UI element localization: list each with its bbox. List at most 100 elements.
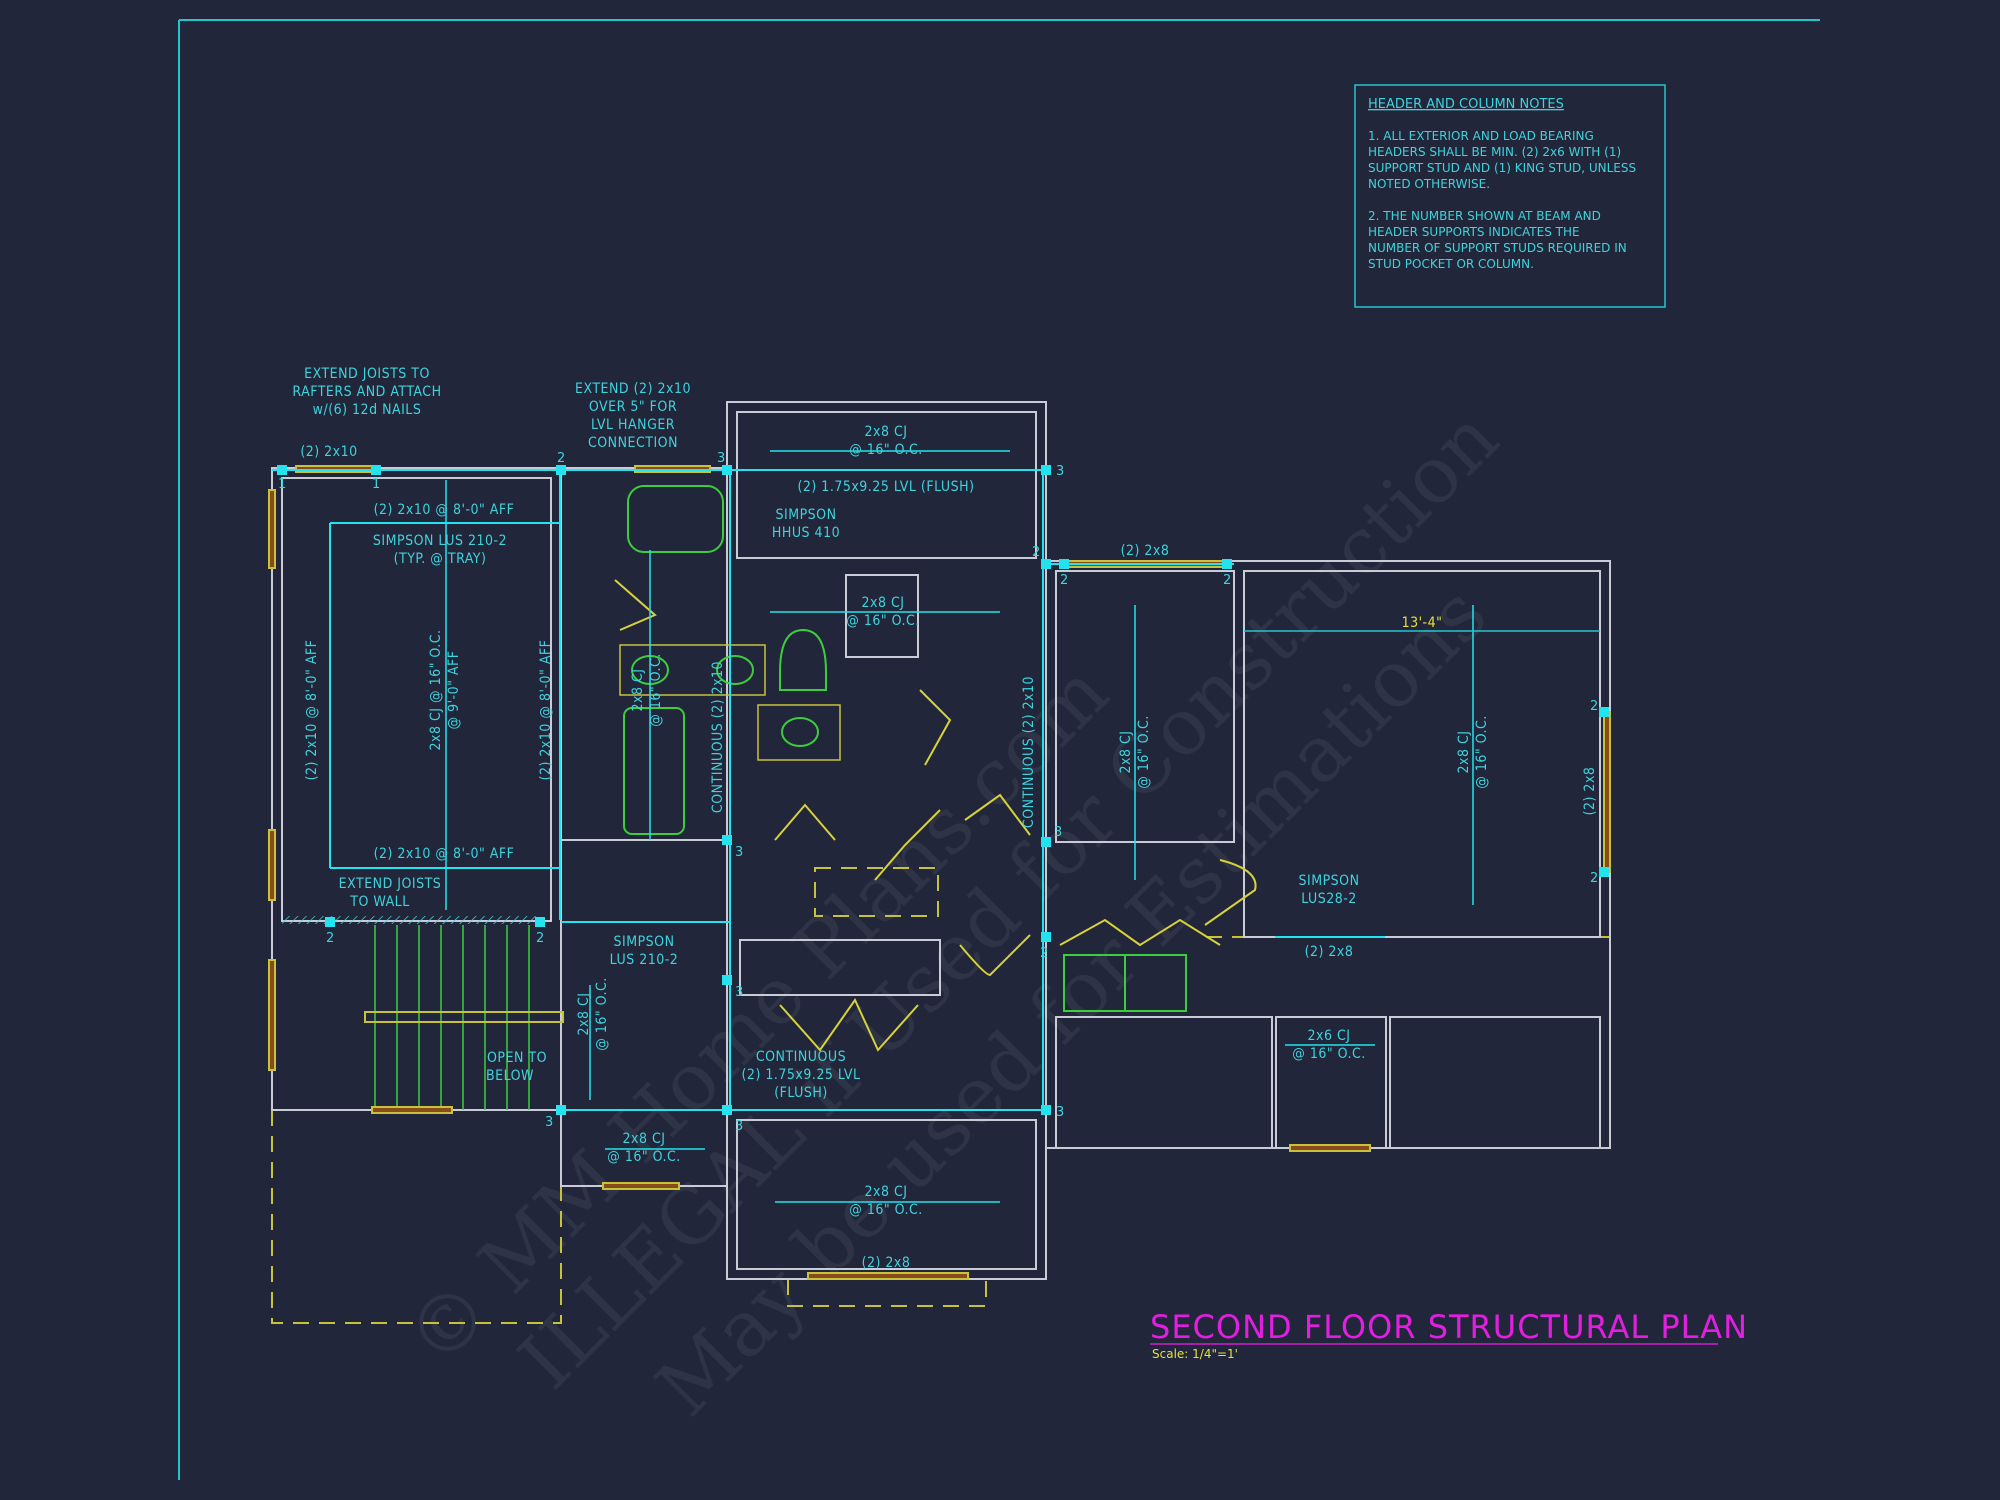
- support-post: [722, 975, 732, 985]
- label-bottom-header: (2) 2x8: [862, 1255, 911, 1271]
- note-extend-joists-wall-1: EXTEND JOISTS: [339, 876, 442, 892]
- door-bed2: [964, 793, 1031, 836]
- stud-count: 3: [1056, 464, 1064, 479]
- annotations: EXTEND JOISTS TO RAFTERS AND ATTACH w/(6…: [292, 366, 1600, 1271]
- door-bed3: [1204, 859, 1257, 926]
- drawing-scale: Scale: 1/4"=1': [1152, 1347, 1238, 1361]
- notes-line: HEADER SUPPORTS INDICATES THE: [1368, 225, 1580, 239]
- support-post: [325, 917, 335, 927]
- wall-bottom-room: [736, 1119, 1037, 1270]
- header-bottom-room: [807, 1272, 969, 1280]
- label-closet-2x6-1: 2x6 CJ: [1308, 1028, 1351, 1044]
- shower: [845, 574, 919, 658]
- note-extend-joists-rafters-1: EXTEND JOISTS TO: [304, 366, 430, 382]
- notes-line: HEADERS SHALL BE MIN. (2) 2x6 WITH (1): [1368, 145, 1621, 159]
- label-tray-joists-1: 2x8 CJ @ 16" O.C.: [428, 629, 444, 750]
- label-closet-joists-1: 2x8 CJ: [865, 424, 908, 440]
- label-continuous-lvl-1: CONTINUOUS: [756, 1049, 846, 1065]
- joist-arrows: [445, 450, 1474, 1203]
- support-post: [1041, 837, 1051, 847]
- door-hall-1: [774, 803, 836, 841]
- notes-title: HEADER AND COLUMN NOTES: [1368, 97, 1564, 112]
- wall-bedroom-3: [1243, 570, 1601, 938]
- door-bath: [614, 579, 657, 631]
- door-linen: [779, 997, 919, 1052]
- label-continuous-lvl-2: (2) 1.75x9.25 LVL: [742, 1067, 861, 1083]
- label-simpson-lus28-1: SIMPSON: [1298, 873, 1359, 889]
- label-bed3-joists-1: 2x8 CJ: [1456, 731, 1472, 774]
- support-post: [556, 1105, 566, 1115]
- sink-2: [716, 655, 754, 685]
- stair-railing: [364, 1011, 564, 1023]
- label-header-2x10: (2) 2x10: [300, 444, 357, 460]
- header-left-3: [268, 959, 276, 1071]
- header-left-2: [268, 829, 276, 901]
- stud-count: 3: [735, 845, 743, 860]
- door-closet: [919, 689, 952, 766]
- label-simpson-lus28-2: LUS28-2: [1301, 891, 1357, 907]
- bathtub: [627, 485, 724, 553]
- label-simpson-lus210-1: SIMPSON: [613, 934, 674, 950]
- label-continuous-left: CONTINUOUS (2) 2x10: [710, 661, 726, 813]
- stud-count: 2: [557, 451, 565, 466]
- stud-count: 1: [278, 477, 286, 492]
- support-post: [722, 465, 732, 475]
- header-bed3: [1603, 711, 1611, 873]
- label-lvl-top: (2) 1.75x9.25 LVL (FLUSH): [797, 479, 974, 495]
- bay-outline: [787, 1279, 987, 1307]
- wall-closet: [736, 411, 1037, 559]
- fixtures: [619, 485, 1187, 1012]
- label-simpson-hhus-1: SIMPSON: [775, 507, 836, 523]
- support-post: [371, 465, 381, 475]
- support-post: [556, 465, 566, 475]
- dimension-13ft-4in: 13'-4": [1402, 615, 1443, 631]
- support-post: [1059, 559, 1069, 569]
- header-bottom-closet: [602, 1182, 680, 1190]
- label-tray-left: (2) 2x10 @ 8'-0" AFF: [304, 640, 320, 781]
- stud-count: 3: [735, 1119, 743, 1134]
- note-extend-joists-wall-2: TO WALL: [349, 894, 409, 910]
- header-bottom-left: [371, 1106, 453, 1114]
- header-left-1: [268, 489, 276, 569]
- stud-count: 2: [1590, 871, 1598, 886]
- label-stair-joists-2: @ 16" O.C.: [594, 977, 610, 1051]
- support-post: [1599, 867, 1609, 877]
- label-hall-joists-1: 2x8 CJ: [623, 1131, 666, 1147]
- support-post: [1041, 932, 1051, 942]
- stud-count: 3: [545, 1115, 553, 1130]
- stud-count: 3: [717, 451, 725, 466]
- doors: [614, 579, 1257, 1052]
- note-extend-2x10-1: EXTEND (2) 2x10: [575, 381, 691, 397]
- notes-line: 1. ALL EXTERIOR AND LOAD BEARING: [1368, 129, 1594, 143]
- label-bottom-joists-1: 2x8 CJ: [865, 1184, 908, 1200]
- stud-count: 2: [1040, 946, 1048, 961]
- label-hall-joists-2: @ 16" O.C.: [607, 1149, 681, 1165]
- hatched-wall: [282, 916, 541, 924]
- stud-count: 3: [1056, 1105, 1064, 1120]
- support-post: [722, 1105, 732, 1115]
- label-simpson-tray-1: SIMPSON LUS 210-2: [373, 533, 507, 549]
- support-post: [1041, 559, 1051, 569]
- label-continuous-right: CONTINUOUS (2) 2x10: [1021, 676, 1037, 828]
- door-hall-2: [874, 809, 941, 881]
- note-extend-joists-rafters-2: RAFTERS AND ATTACH: [292, 384, 441, 400]
- stud-count: 3: [735, 985, 743, 1000]
- label-bed3-joists-2: @ 16" O.C.: [1474, 715, 1490, 789]
- support-post: [535, 917, 545, 927]
- tub-2: [623, 707, 685, 835]
- drawing-title: SECOND FLOOR STRUCTURAL PLAN: [1150, 1308, 1748, 1346]
- label-open-to-below-1: OPEN TO: [487, 1050, 547, 1066]
- sink-3: [781, 717, 819, 747]
- label-beam-tray-top: (2) 2x10 @ 8'-0" AFF: [374, 502, 515, 518]
- beams: [272, 469, 1385, 1111]
- label-bath-joists-1: 2x8 CJ: [630, 669, 646, 712]
- stud-count: 2: [326, 931, 334, 946]
- notes-line: NOTED OTHERWISE.: [1368, 177, 1490, 191]
- stud-count: 2: [1223, 573, 1231, 588]
- vanity-2: [757, 704, 841, 761]
- label-open-to-below-2: BELOW: [486, 1068, 534, 1084]
- stud-count: 2: [1032, 545, 1040, 560]
- note-extend-2x10-2: OVER 5" FOR: [589, 399, 677, 415]
- support-post: [722, 835, 732, 845]
